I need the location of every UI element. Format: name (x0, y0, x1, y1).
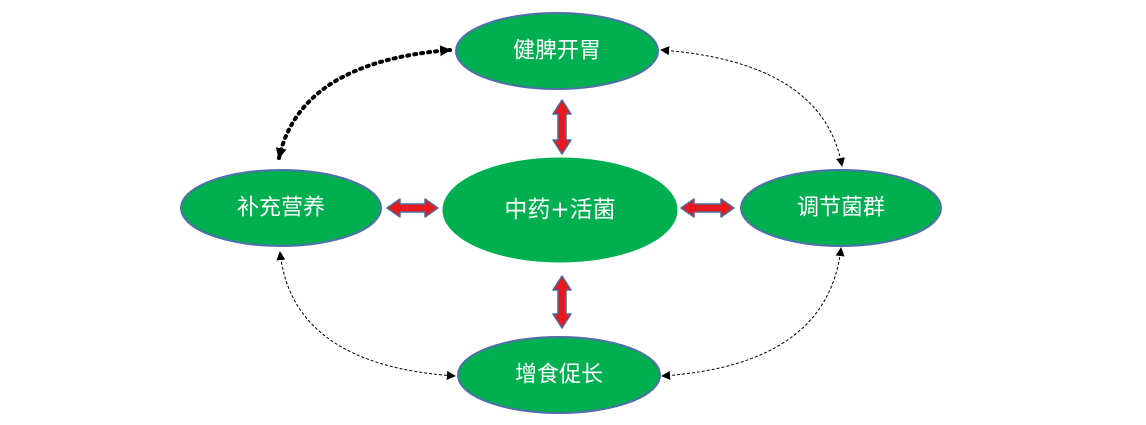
connector-left-bottom (276, 251, 456, 380)
node-bottom-label: 增食促长 (515, 363, 603, 388)
node-top: 健脾开胃 (455, 12, 659, 90)
node-top-label: 健脾开胃 (513, 39, 601, 64)
node-bottom: 增食促长 (457, 336, 661, 414)
node-center-label: 中药+活菌 (504, 197, 615, 223)
connector-left-top (275, 45, 452, 160)
node-left: 补充营养 (180, 169, 382, 247)
double-arrow-top (552, 99, 572, 155)
node-right-label: 调节菌群 (797, 196, 885, 221)
connector-top-right (660, 46, 845, 167)
double-arrow-right (680, 198, 735, 218)
double-arrow-left (386, 198, 439, 218)
double-arrow-bottom (552, 275, 572, 329)
node-left-label: 补充营养 (237, 196, 325, 221)
connector-bottom-right (661, 247, 845, 380)
node-right: 调节菌群 (740, 169, 942, 247)
node-center: 中药+活菌 (442, 157, 678, 263)
